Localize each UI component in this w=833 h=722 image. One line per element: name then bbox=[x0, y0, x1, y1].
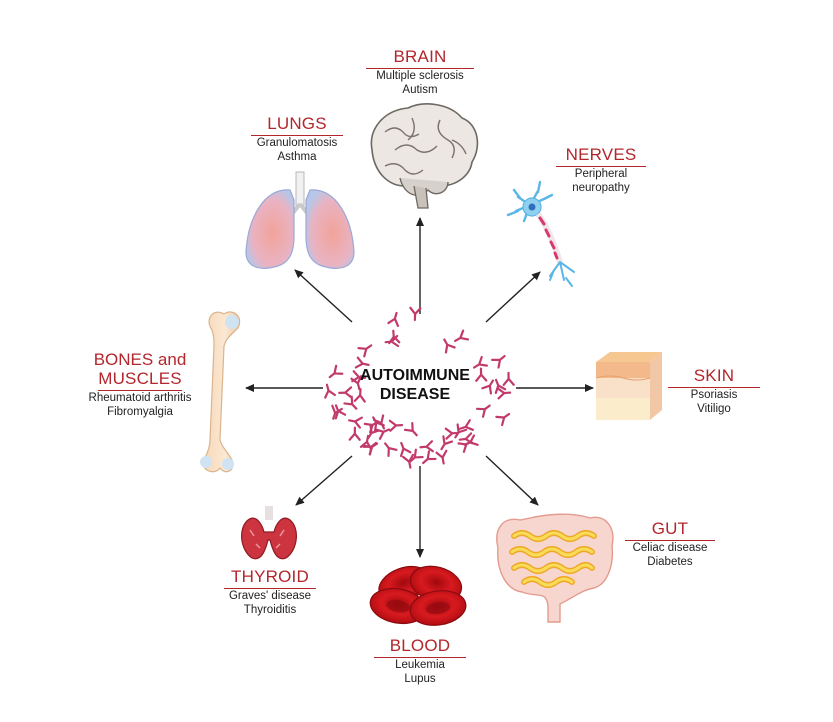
label-brain: BRAIN Multiple sclerosis Autism bbox=[366, 47, 474, 97]
antibody-icon bbox=[348, 426, 361, 441]
label-nerves-disease-2: neuropathy bbox=[572, 182, 630, 194]
antibody-icon bbox=[354, 356, 370, 369]
label-blood-title: BLOOD bbox=[374, 636, 466, 658]
label-blood-disease-2: Lupus bbox=[404, 673, 436, 685]
lungs-icon bbox=[245, 171, 355, 269]
antibody-icon bbox=[409, 306, 422, 322]
antibody-icon bbox=[472, 355, 489, 369]
label-bones-muscles: BONES and MUSCLES Rheumatoid arthritis F… bbox=[80, 350, 200, 419]
antibody-icon bbox=[338, 386, 353, 399]
antibody-icon bbox=[357, 344, 373, 358]
center-title: AUTOIMMUNE DISEASE bbox=[345, 366, 485, 404]
antibody-icon bbox=[475, 404, 491, 418]
antibody-icon bbox=[444, 427, 460, 440]
antibody-icon bbox=[494, 378, 507, 395]
label-gut-disease-2: Diabetes bbox=[647, 556, 693, 568]
arrows bbox=[245, 217, 594, 558]
label-brain-title: BRAIN bbox=[366, 47, 474, 69]
arrow-to-nerves bbox=[485, 271, 541, 323]
antibody-icon bbox=[387, 311, 400, 327]
label-gut: GUT Celiac disease Diabetes bbox=[625, 519, 715, 569]
antibody-icon bbox=[347, 416, 363, 429]
antibody-icon bbox=[440, 435, 454, 451]
label-bones-disease-2: Fibromyalgia bbox=[107, 406, 173, 418]
label-lungs-disease-2: Asthma bbox=[277, 151, 317, 163]
label-skin-title: SKIN bbox=[668, 366, 760, 388]
label-skin-disease-1: Psoriasis bbox=[690, 389, 738, 401]
label-bones-disease-1: Rheumatoid arthritis bbox=[88, 392, 192, 404]
label-skin-disease-2: Vitiligo bbox=[697, 403, 731, 415]
antibody-icon bbox=[496, 387, 512, 400]
label-bones-title-2: MUSCLES bbox=[98, 369, 182, 391]
antibody-icon bbox=[409, 448, 424, 463]
brain-icon bbox=[370, 103, 479, 209]
center-title-line-2: DISEASE bbox=[379, 386, 451, 403]
antibody-icon bbox=[419, 440, 434, 453]
label-brain-disease-1: Multiple sclerosis bbox=[376, 70, 464, 82]
antibody-icon bbox=[399, 441, 412, 458]
antibody-icon bbox=[350, 375, 363, 391]
label-thyroid: THYROID Graves' disease Thyroiditis bbox=[224, 567, 316, 617]
antibody-icon bbox=[363, 420, 379, 434]
antibody-icon bbox=[457, 440, 473, 453]
antibody-icon bbox=[388, 419, 404, 432]
antibody-icon bbox=[353, 388, 366, 403]
antibody-icon bbox=[458, 419, 474, 431]
label-blood-disease-1: Leukemia bbox=[395, 659, 445, 671]
antibody-icon bbox=[402, 453, 415, 469]
skin-layers-icon bbox=[595, 352, 662, 420]
thyroid-icon bbox=[241, 506, 297, 560]
antibody-icon bbox=[495, 412, 511, 427]
label-lungs-disease-1: Granulomatosis bbox=[256, 137, 338, 149]
antibody-icon bbox=[328, 364, 344, 379]
label-lungs: LUNGS Granulomatosis Asthma bbox=[251, 114, 343, 164]
label-gut-disease-1: Celiac disease bbox=[632, 542, 708, 554]
antibody-icon bbox=[443, 338, 456, 354]
antibody-icon bbox=[435, 449, 448, 465]
label-thyroid-disease-2: Thyroiditis bbox=[243, 604, 297, 616]
label-nerves-disease-1: Peripheral bbox=[574, 168, 628, 180]
antibody-icon bbox=[324, 383, 336, 399]
neuron-icon bbox=[506, 180, 575, 287]
arrow-to-gut bbox=[485, 455, 539, 506]
antibody-cluster bbox=[324, 306, 515, 469]
center-title-line-1: AUTOIMMUNE bbox=[360, 367, 470, 384]
label-nerves: NERVES Peripheral neuropathy bbox=[556, 145, 646, 195]
antibody-icon bbox=[454, 329, 470, 343]
antibody-icon bbox=[502, 371, 515, 387]
red-blood-cells-icon bbox=[369, 565, 467, 626]
antibody-icon bbox=[481, 379, 495, 395]
label-lungs-title: LUNGS bbox=[251, 114, 343, 136]
arrow-to-lungs bbox=[294, 269, 353, 323]
antibody-icon bbox=[403, 421, 418, 437]
label-blood: BLOOD Leukemia Lupus bbox=[374, 636, 466, 686]
label-nerves-title: NERVES bbox=[556, 145, 646, 167]
label-skin: SKIN Psoriasis Vitiligo bbox=[668, 366, 760, 416]
antibody-icon bbox=[331, 404, 343, 420]
label-gut-title: GUT bbox=[625, 519, 715, 541]
antibody-icon bbox=[475, 367, 488, 382]
antibody-icon bbox=[491, 354, 506, 369]
label-thyroid-disease-1: Graves' disease bbox=[228, 590, 312, 602]
label-brain-disease-2: Autism bbox=[402, 84, 438, 96]
label-bones-title-1: BONES and bbox=[93, 350, 187, 369]
antibody-icon bbox=[343, 395, 358, 410]
arrow-to-thyroid bbox=[295, 455, 353, 506]
bone-icon bbox=[200, 311, 241, 473]
antibody-icon bbox=[363, 442, 379, 456]
antibody-icon bbox=[388, 329, 401, 345]
intestine-icon bbox=[496, 513, 614, 623]
antibody-icon bbox=[422, 450, 437, 465]
antibody-icon bbox=[384, 442, 398, 458]
label-thyroid-title: THYROID bbox=[224, 567, 316, 589]
